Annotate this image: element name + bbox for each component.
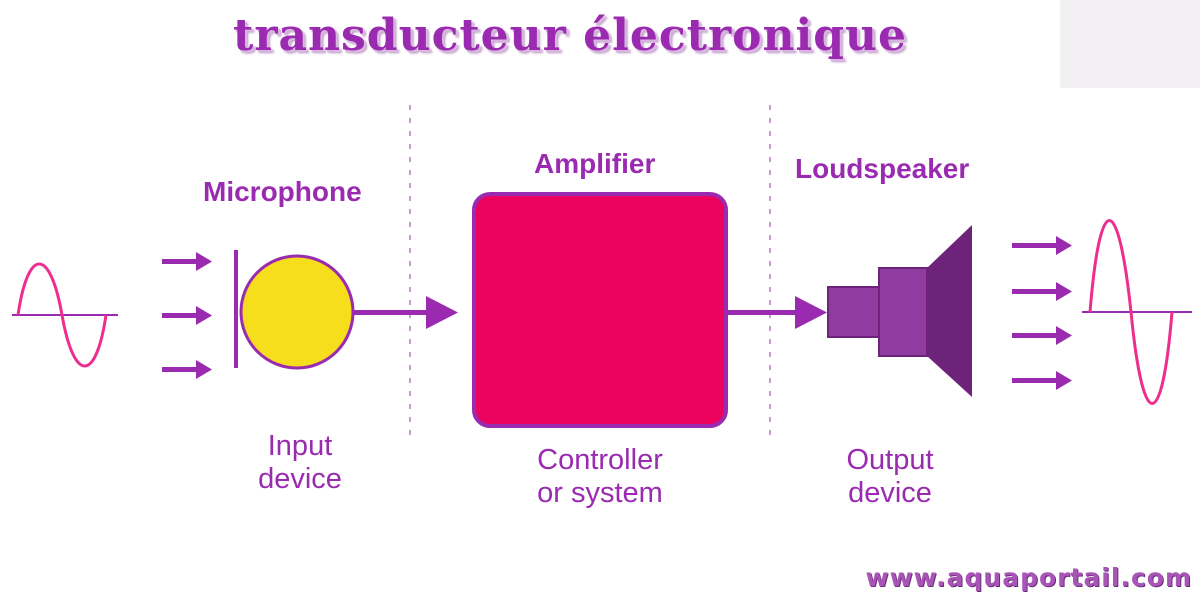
sound-arrow-icon xyxy=(1012,326,1072,345)
sound-arrow-icon xyxy=(1012,282,1072,301)
amplifier-heading: Amplifier xyxy=(534,148,656,179)
input-device-caption: Input device xyxy=(220,430,380,496)
output-caption-line2: device xyxy=(848,477,932,509)
controller-caption: Controller or system xyxy=(500,444,700,510)
input-sound-arrows xyxy=(162,252,212,379)
loudspeaker-heading: Loudspeaker xyxy=(795,153,970,184)
amplifier-box xyxy=(472,192,728,428)
sound-arrow-icon xyxy=(162,360,212,379)
corner-box xyxy=(1060,0,1200,88)
input-wave xyxy=(12,262,118,368)
controller-caption-line2: or system xyxy=(537,477,663,509)
output-wave xyxy=(1082,219,1192,405)
sound-arrow-icon xyxy=(162,306,212,325)
output-sound-arrows xyxy=(1012,236,1072,390)
sound-arrow-icon xyxy=(1012,371,1072,390)
sound-arrow-icon xyxy=(1012,236,1072,255)
microphone-heading: Microphone xyxy=(203,176,362,207)
amplifier-to-speaker-arrow xyxy=(728,296,827,329)
input-caption-line1: Input xyxy=(267,430,333,462)
output-caption-line1: Output xyxy=(846,444,934,476)
site-watermark: www.aquaportail.com xyxy=(865,563,1192,592)
output-device-caption: Output device xyxy=(810,444,970,510)
diagram-title: transducteur électronique xyxy=(233,10,907,61)
input-caption-line2: device xyxy=(258,463,342,495)
controller-caption-line1: Controller xyxy=(537,444,663,476)
sound-arrow-icon xyxy=(162,252,212,271)
loudspeaker-icon xyxy=(827,225,972,397)
mic-to-amplifier-arrow xyxy=(353,296,458,329)
microphone-icon xyxy=(234,250,355,370)
